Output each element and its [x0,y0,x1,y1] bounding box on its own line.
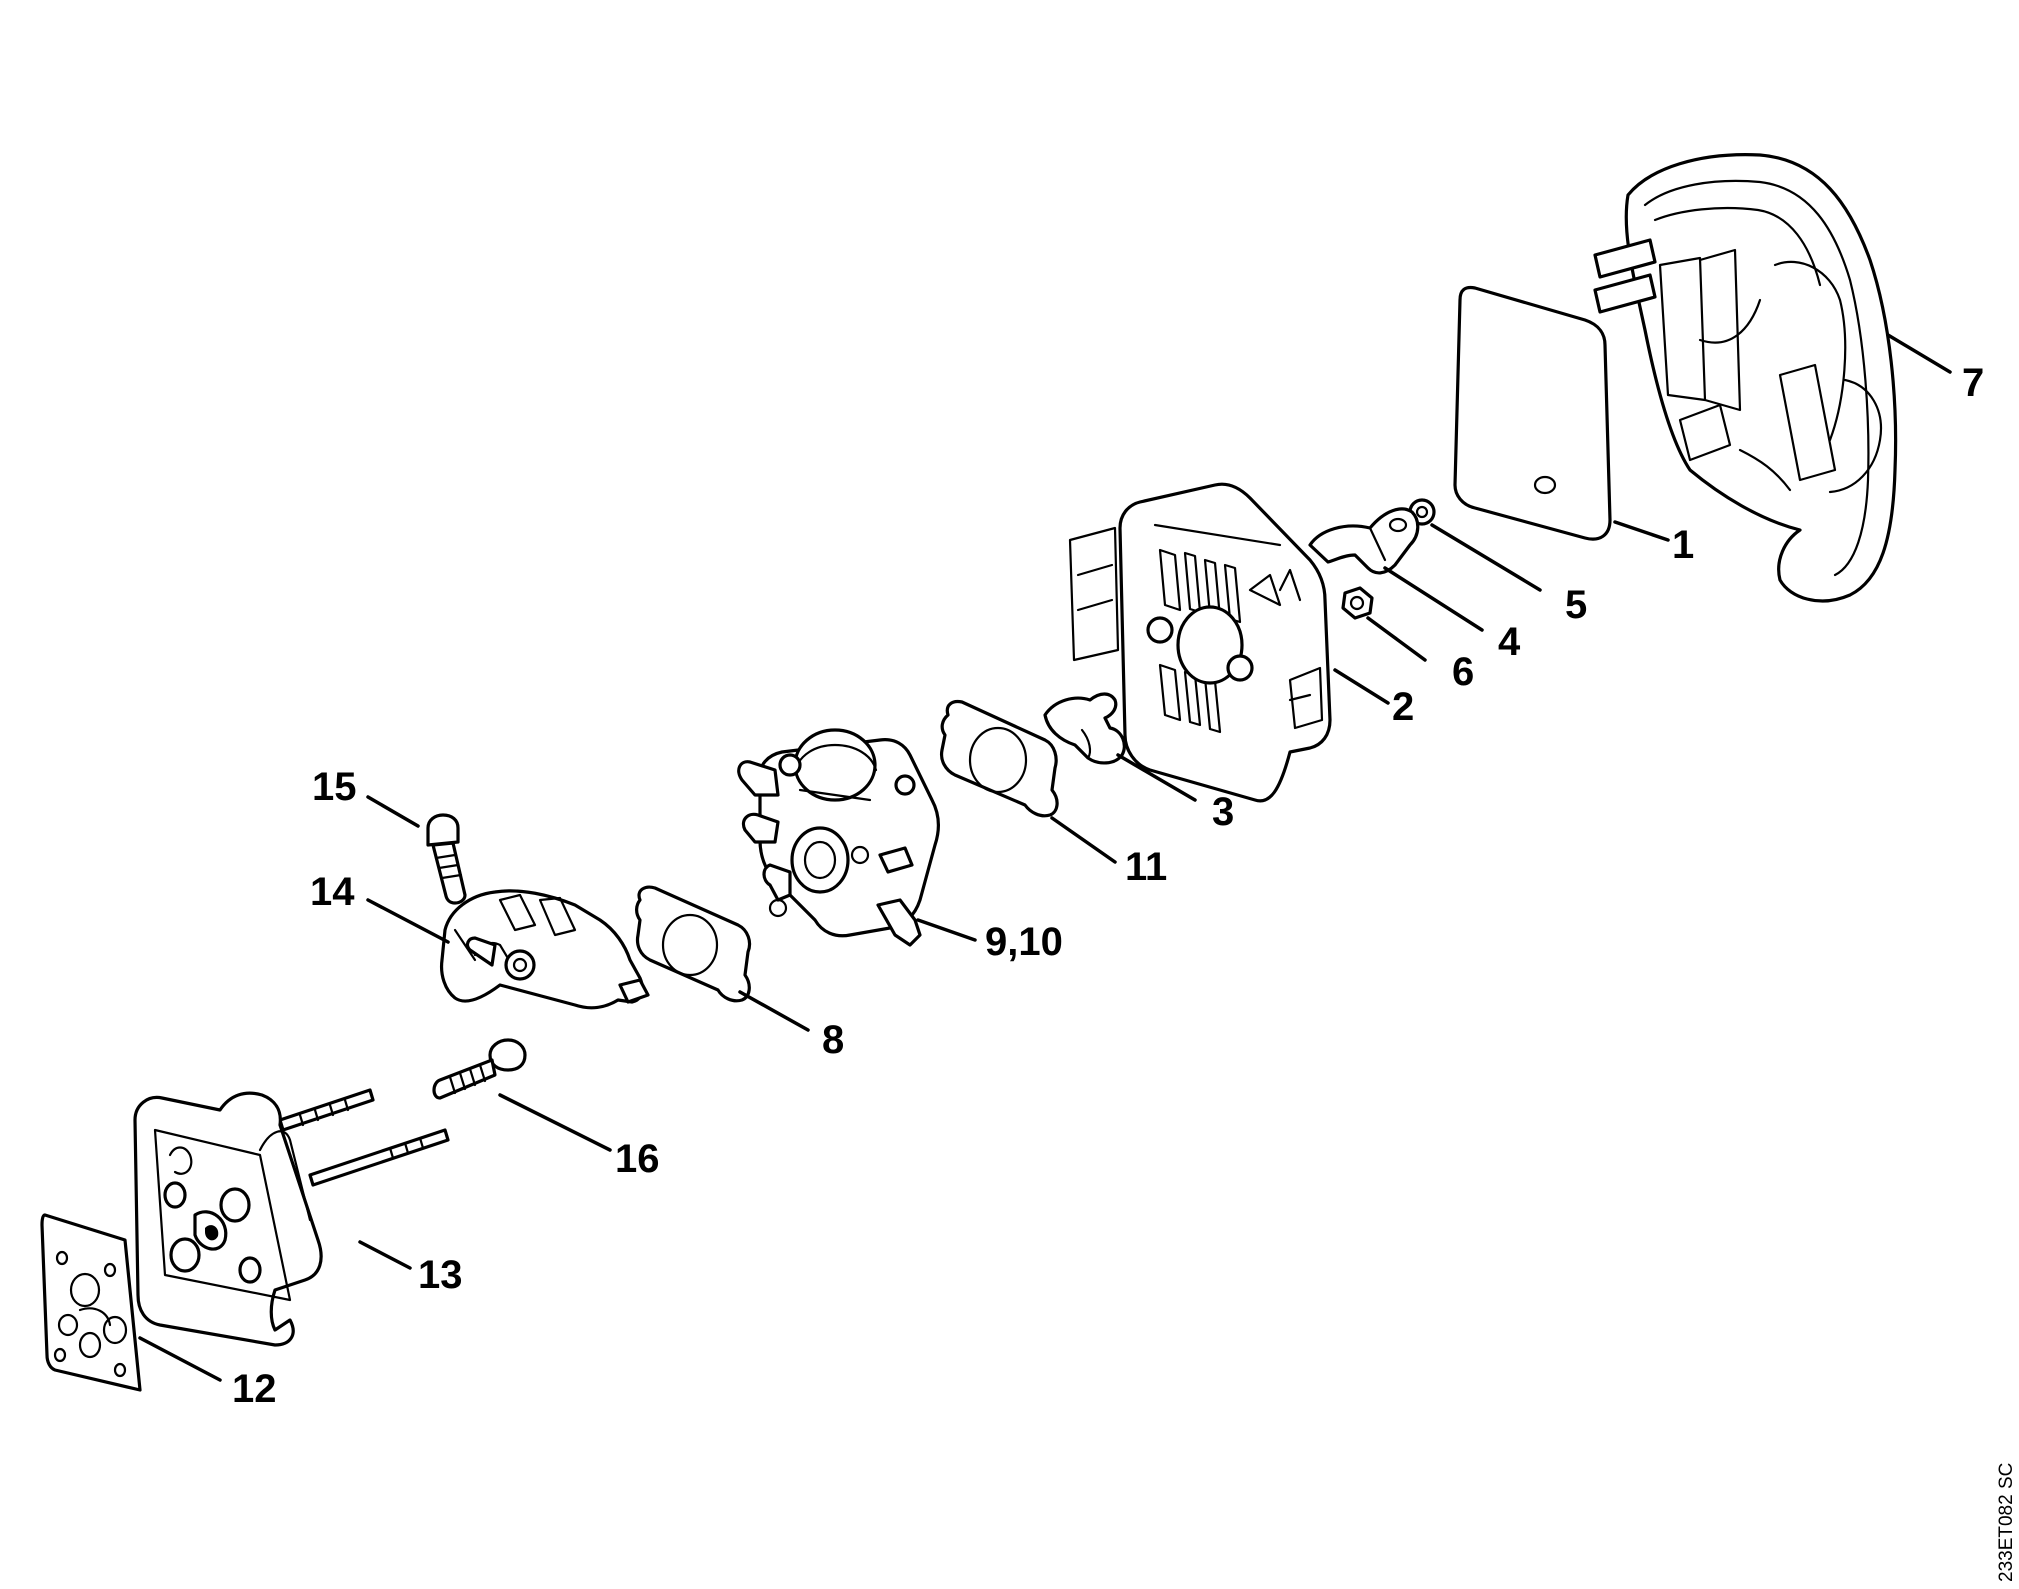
part-3-choke-shutter [1043,692,1126,765]
callout-8: 8 [822,1018,844,1062]
callout-3: 3 [1212,790,1234,834]
part-6-nut [1341,586,1374,620]
drawing-code: 233ET082 SC [1996,1463,2017,1582]
leader-1 [1613,520,1670,542]
callout-7: 7 [1962,361,1984,405]
leader-6 [1366,616,1427,662]
leader-4 [1383,566,1484,632]
callout-13: 13 [418,1253,463,1297]
part-8-gasket [635,885,752,1003]
leader-8 [738,990,810,1032]
part-9-10-carburetor [737,728,940,947]
callout-5: 5 [1565,583,1587,627]
leader-15 [366,795,420,828]
leader-3 [1116,753,1197,802]
leader-7 [1886,333,1952,374]
leader-9-10 [916,918,977,942]
part-1-air-filter [1453,285,1612,541]
leader-14 [366,898,450,944]
callout-1: 1 [1672,523,1694,567]
callout-12: 12 [232,1367,277,1411]
callout-9-10: 9,10 [985,920,1063,964]
part-15-screw [426,813,467,905]
leader-2 [1333,668,1390,705]
callout-11: 11 [1125,845,1167,889]
callout-2: 2 [1392,685,1414,729]
callout-6: 6 [1452,650,1474,694]
leader-13 [358,1240,412,1270]
leader-16 [498,1093,612,1152]
leader-lines [138,333,1952,1382]
callout-15: 15 [312,765,357,809]
callout-16: 16 [615,1137,660,1181]
part-11-gasket [939,699,1059,818]
leader-5 [1430,523,1542,592]
callout-14: 14 [310,870,355,914]
part-16-screw [432,1038,527,1100]
part-2-carburetor-box [1068,482,1332,803]
leader-12 [138,1336,222,1382]
part-14-adapter [439,889,650,1010]
part-7-filter-cover [1593,153,1898,603]
part-13-intake-flange [133,1088,450,1347]
leader-11 [1050,816,1117,864]
callout-labels: 1 2 3 4 5 6 7 8 9,10 11 12 13 14 15 16 [232,361,1984,1411]
part-12-flange-gasket [40,1213,142,1392]
callout-4: 4 [1498,620,1521,664]
part-4-choke-lever [1308,507,1420,575]
